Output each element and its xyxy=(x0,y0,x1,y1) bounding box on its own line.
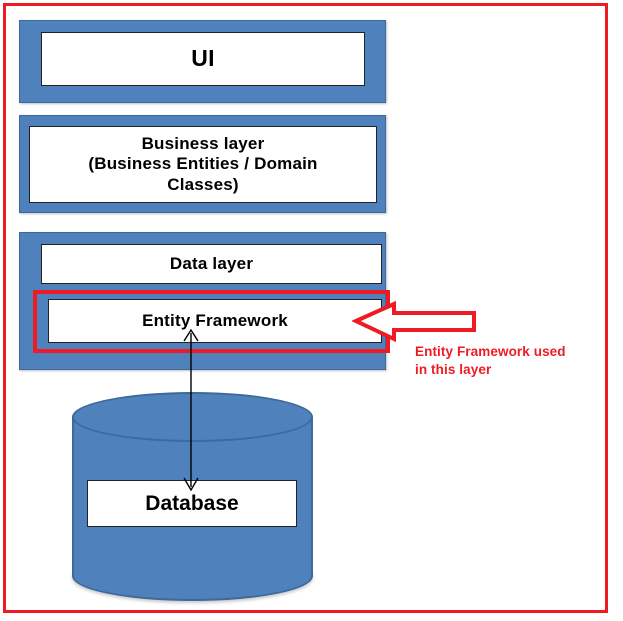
layer-label-ui: UI xyxy=(41,32,365,86)
layer-label-entity-framework: Entity Framework xyxy=(48,299,382,343)
layer-label-business: Business layer (Business Entities / Doma… xyxy=(29,126,377,203)
callout-text-line-2: in this layer xyxy=(415,361,492,377)
business-label-line-2: (Business Entities / Domain xyxy=(88,154,318,174)
layer-label-data: Data layer xyxy=(41,244,382,284)
business-label-line-3: Classes) xyxy=(167,174,239,194)
connector-entity-framework-database xyxy=(172,325,210,495)
database-cylinder: Database xyxy=(72,392,313,601)
callout-arrow-icon xyxy=(351,298,478,346)
diagram-outer-frame xyxy=(3,3,608,613)
cylinder-top-ellipse xyxy=(72,392,313,442)
business-label-line-1: Business layer xyxy=(141,134,265,154)
callout-annotation-text: Entity Framework used in this layer xyxy=(415,343,610,379)
entity-framework-highlight-box xyxy=(33,290,390,353)
callout-text-line-1: Entity Framework used xyxy=(415,344,566,359)
